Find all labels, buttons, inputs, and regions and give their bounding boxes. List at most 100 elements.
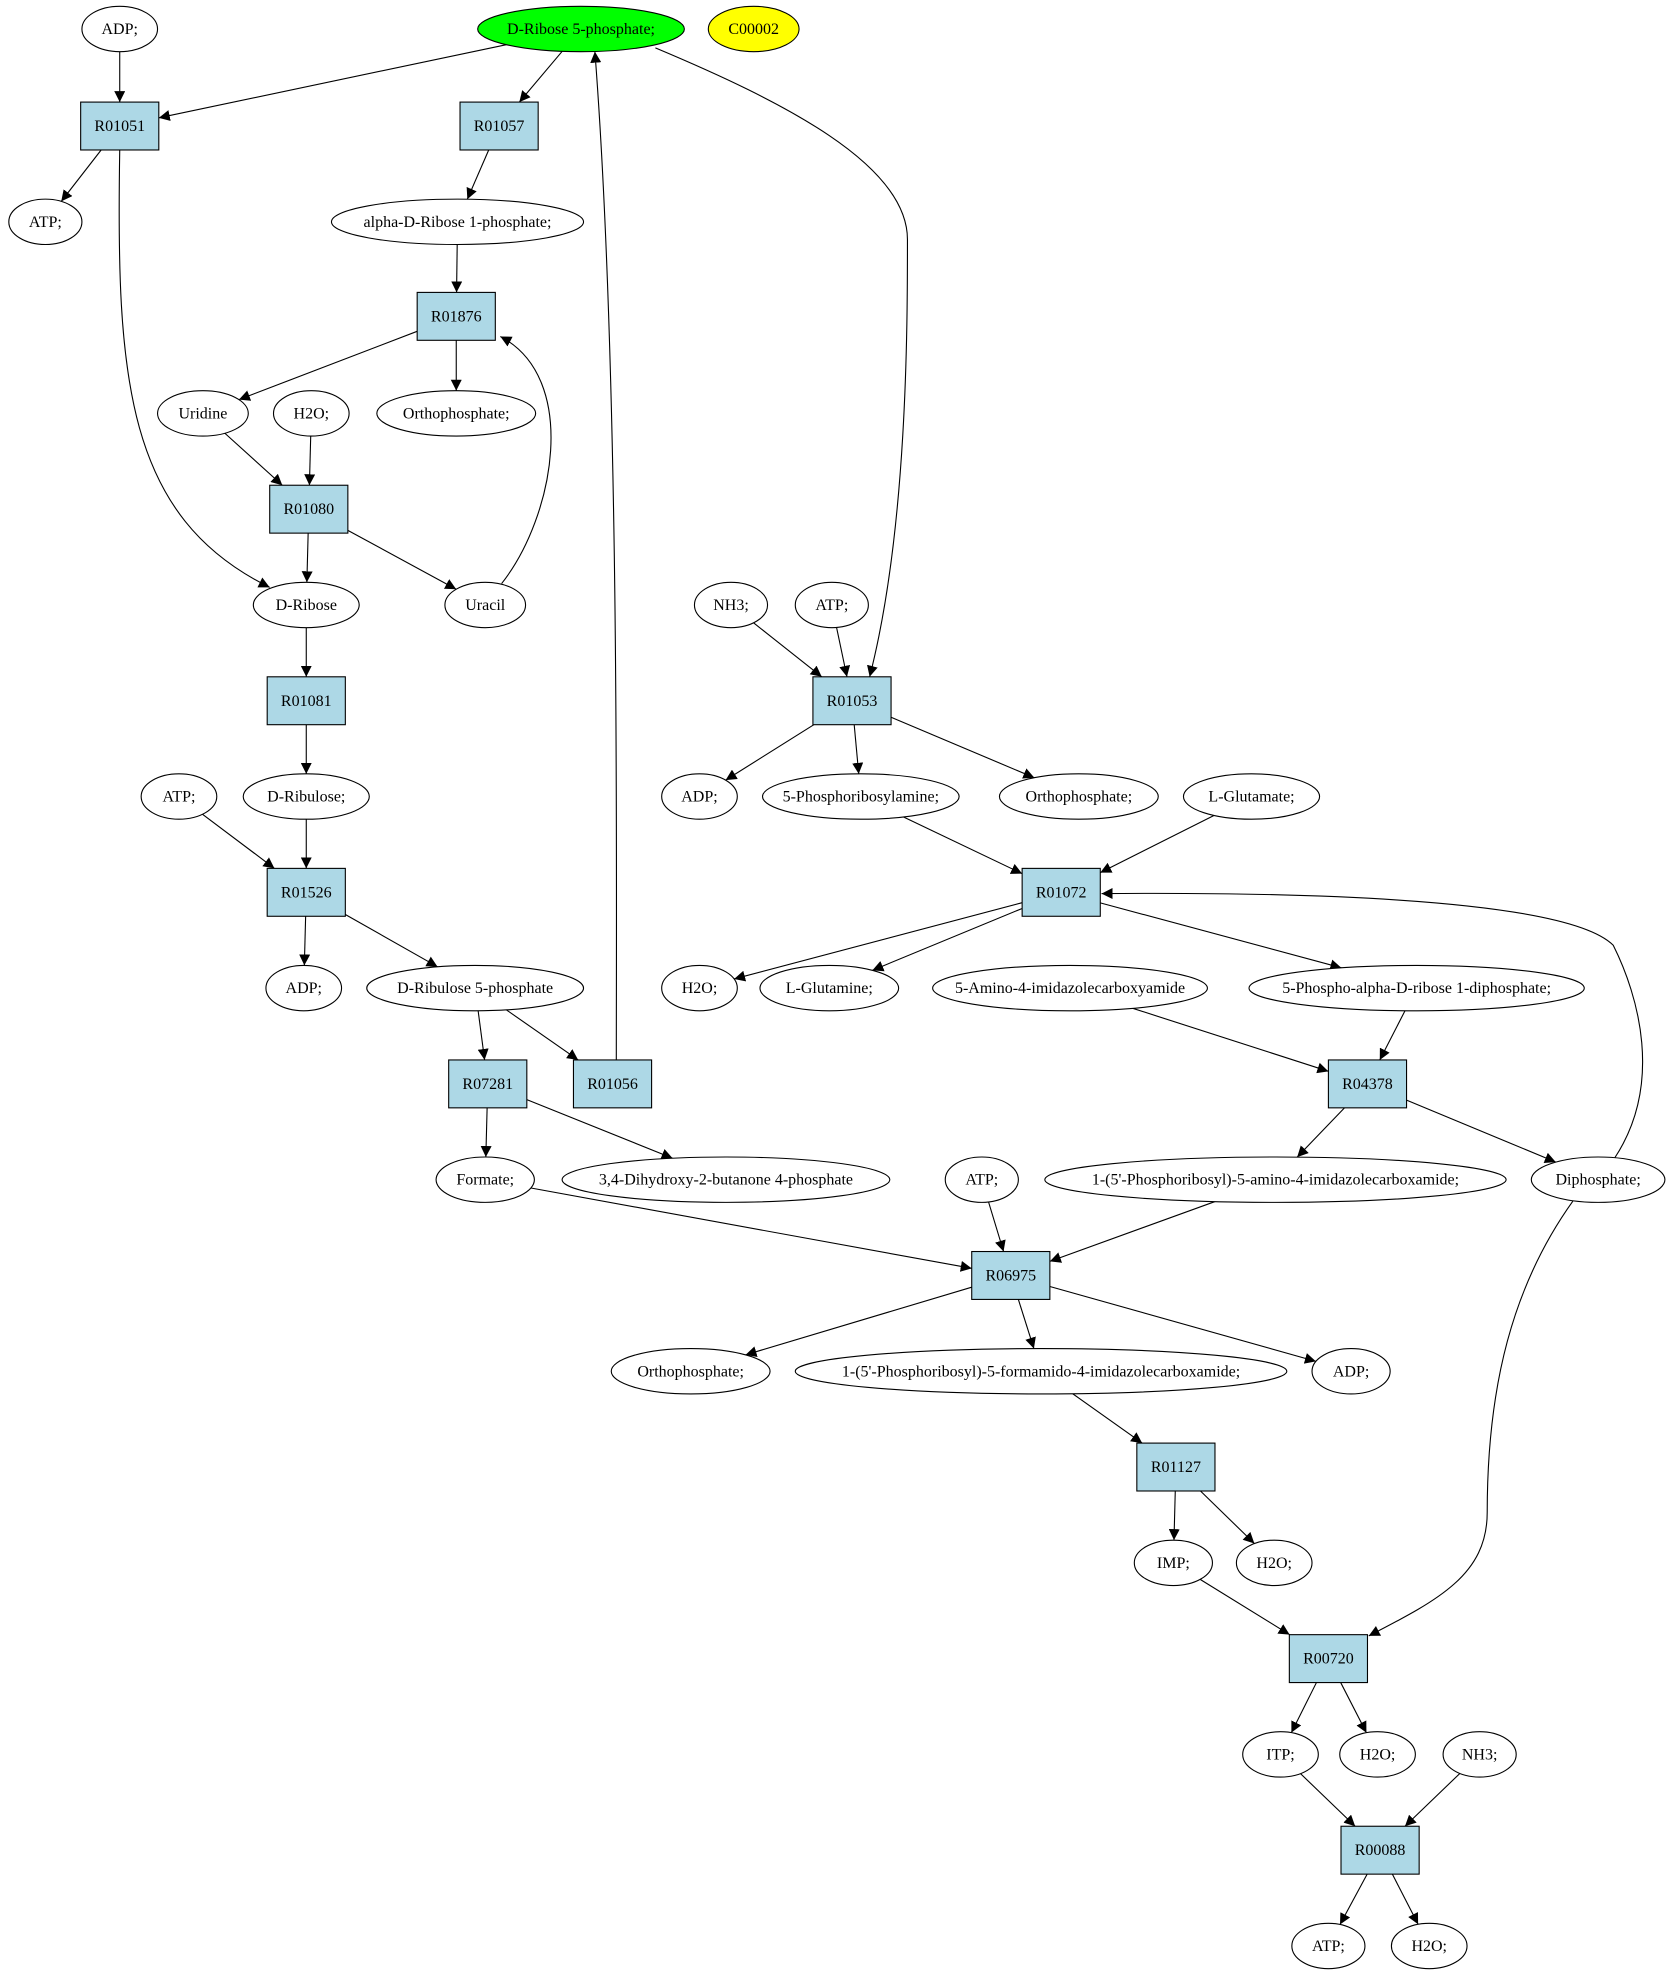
compound-ellipse [761,773,960,820]
reaction-box [448,1059,528,1109]
compound-ellipse [242,773,370,820]
node-label: ADP; [102,21,138,38]
node-label: H2O; [682,980,718,997]
edge-prpp-to-r04378 [1379,1010,1406,1061]
edge-r01053-to-ortho_2 [890,716,1035,779]
edge-r01051-to-dribose [118,149,270,588]
reaction-node-r01056: R01056 [572,1059,653,1109]
compound-ellipse [759,964,900,1012]
edge-atp_4-to-r06975 [988,1201,1006,1252]
edge-r01526-to-adp_2 [299,916,311,966]
compound-ellipse [944,1156,1019,1203]
compound-node-imp: IMP; [1133,1539,1214,1587]
reaction-node-r04378: R04378 [1327,1059,1408,1109]
node-label: ATP; [815,597,848,614]
compound-node-aicar: 1-(5'-Phosphoribosyl)-5-amino-4-imidazol… [1044,1156,1507,1203]
node-label: alpha-D-Ribose 1-phosphate; [364,214,552,231]
edge-r04378-to-aicar [1296,1107,1345,1158]
compound-node-dribulose: D-Ribulose; [242,773,370,820]
node-label: Uridine [178,405,227,422]
reaction-box [971,1250,1051,1300]
compound-ellipse [610,1348,771,1395]
compound-node-dhbp: 3,4-Dihydroxy-2-butanone 4-phosphate [561,1156,891,1203]
node-label: ATP; [965,1172,998,1189]
reaction-node-r01080: R01080 [269,484,349,534]
node-label: 5-Phospho-alpha-D-ribose 1-diphosphate; [1282,980,1551,997]
edge-r06975-to-faicar [1017,1299,1036,1349]
reaction-box [1136,1442,1216,1492]
node-label: R00088 [1355,1842,1406,1859]
compound-node-ortho_3: Orthophosphate; [610,1348,771,1395]
node-label: 5-Phosphoribosylamine; [783,789,939,806]
node-label: C00002 [728,21,779,38]
reaction-node-r01053: R01053 [812,676,892,726]
node-label: Diphosphate; [1555,1172,1640,1189]
node-label: H2O; [294,405,330,422]
compound-ellipse [1339,1731,1416,1778]
compound-node-dribose: D-Ribose [252,581,360,629]
reaction-box [1327,1059,1408,1109]
node-label: R01056 [587,1076,638,1093]
node-label: Uracil [465,597,506,614]
compound-node-diphos: Diphosphate; [1530,1156,1666,1203]
compound-node-dr5p: D-Ribose 5-phosphate; [477,5,685,53]
compound-ellipse [707,5,800,53]
edge-r01526-to-dru5p [345,914,438,968]
compound-node-adp_2: ADP; [265,964,343,1012]
edge-r04378-to-diphos [1406,1099,1557,1163]
compound-ellipse [366,964,585,1012]
edge-r01057-to-adr1p [466,149,490,200]
node-label: 1-(5'-Phosphoribosyl)-5-amino-4-imidazol… [1092,1172,1459,1189]
edge-aica-to-r04378 [1132,1007,1329,1074]
reaction-box [80,101,160,151]
edge-itp-to-r00088 [1300,1773,1356,1827]
edge-r07281-to-formate [480,1107,492,1158]
node-label: IMP; [1157,1555,1190,1572]
compound-ellipse [81,5,159,53]
reaction-box [1021,867,1101,917]
compound-ellipse [1291,1922,1366,1970]
reaction-node-r06975: R06975 [971,1250,1051,1300]
node-label: R01051 [94,118,145,135]
reaction-node-r01876: R01876 [416,291,496,341]
edge-r01876-to-uridine [238,330,418,401]
compound-node-ortho_1: Orthophosphate; [376,390,537,437]
node-label: R00720 [1303,1651,1354,1668]
compound-node-formate: Formate; [435,1156,535,1203]
reaction-box [1288,1634,1369,1684]
compound-ellipse [561,1156,891,1203]
edge-adr1p-to-r01876 [451,244,463,293]
edge-dr5p-to-r01053 [655,47,908,677]
node-label: NH3; [713,597,749,614]
edge-r00088-to-h2o_5 [1391,1873,1419,1925]
compound-node-dru5p: D-Ribulose 5-phosphate [366,964,585,1012]
compound-ellipse [1133,1539,1214,1587]
edge-atp_2-to-r01526 [202,813,275,869]
edge-r01056-to-dr5p [590,51,618,1060]
compound-node-itp: ITP; [1242,1731,1319,1778]
edge-faicar-to-r01127 [1072,1393,1143,1444]
compound-ellipse [794,1348,1288,1395]
compound-node-uracil: Uracil [444,581,527,629]
compound-node-h2o_3: H2O; [1235,1539,1313,1587]
node-label: H2O; [1360,1746,1396,1763]
reaction-node-r01051: R01051 [80,101,160,151]
compound-ellipse [330,198,585,246]
compound-ellipse [1044,1156,1507,1203]
edge-r01072-to-h2o_2 [733,902,1023,982]
node-label: R01080 [283,501,334,518]
edge-r01051-to-atp_1 [60,149,102,202]
compound-node-adr1p: alpha-D-Ribose 1-phosphate; [330,198,585,246]
compound-node-h2o_1: H2O; [272,390,350,437]
node-label: R01072 [1036,884,1087,901]
reaction-node-r07281: R07281 [448,1059,528,1109]
reaction-node-r01081: R01081 [266,676,346,726]
edge-r01053-to-pra [852,724,864,774]
edge-r01127-to-h2o_3 [1200,1490,1255,1544]
node-label: L-Glutamate; [1208,789,1294,806]
edge-layer [60,44,1644,1925]
edge-r06975-to-adp_4 [1049,1285,1317,1364]
compound-ellipse [661,773,738,820]
compound-ellipse [376,390,537,437]
node-label: R01127 [1151,1459,1201,1476]
